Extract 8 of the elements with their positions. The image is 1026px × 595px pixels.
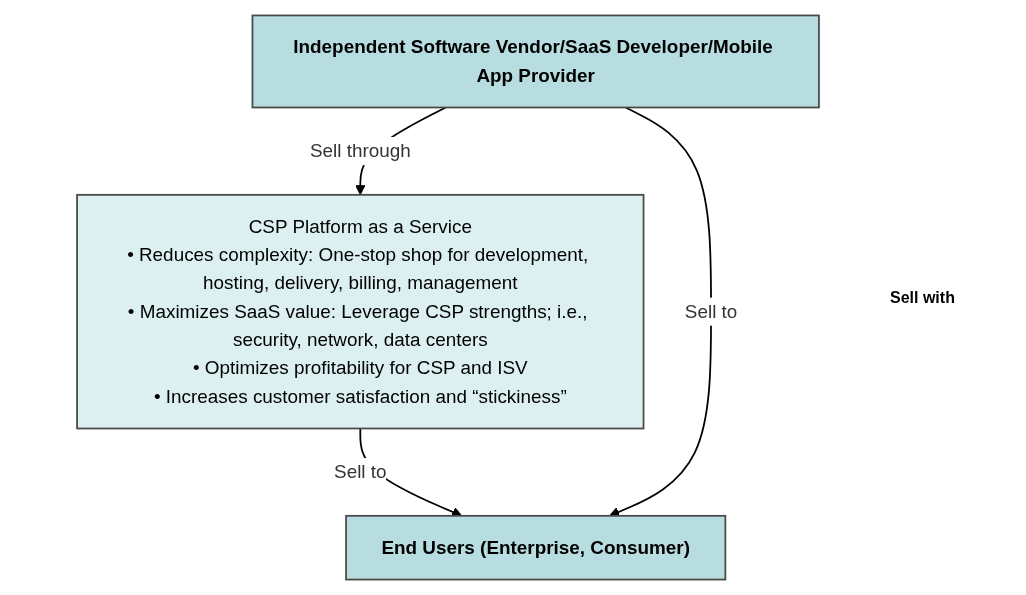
- edge-label: Sell through: [309, 140, 411, 161]
- note-text: Sell with: [890, 288, 956, 307]
- node-box: CSP Platform as a Service • Reduces complexity: One-stop shop for development, hosting, delivery, billing, management • Maximizes SaaS value: Leverage CSP strengths; i.e., security, network, data centers • Optimizes profitability for CSP and ISV • Increases customer satisfaction and “stickiness”: [76, 193, 645, 430]
- node-box: Independent Software Vendor/SaaS Developer/Mobile App Provider: [251, 14, 820, 109]
- node-box: End Users (Enterprise, Consumer): [345, 514, 727, 581]
- edge-label: Sell to: [334, 461, 387, 482]
- arrow: [609, 106, 712, 517]
- edge-label: Sell to: [684, 301, 738, 322]
